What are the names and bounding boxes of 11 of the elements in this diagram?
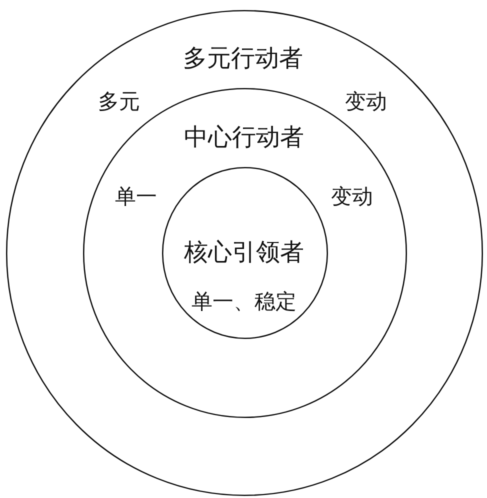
node-title: 核心引领者 — [184, 240, 304, 264]
trait-label: 变动 — [345, 92, 387, 112]
circle — [162, 167, 328, 339]
trait-label: 多元 — [98, 92, 140, 112]
circle — [83, 88, 407, 418]
circle — [6, 10, 483, 496]
trait-label: 变动 — [331, 186, 373, 208]
trait-label: 单一 — [115, 186, 157, 208]
node-title: 多元行动者 — [183, 46, 303, 70]
trait-label: 单一、稳定 — [192, 292, 296, 312]
node-title: 中心行动者 — [184, 125, 304, 149]
